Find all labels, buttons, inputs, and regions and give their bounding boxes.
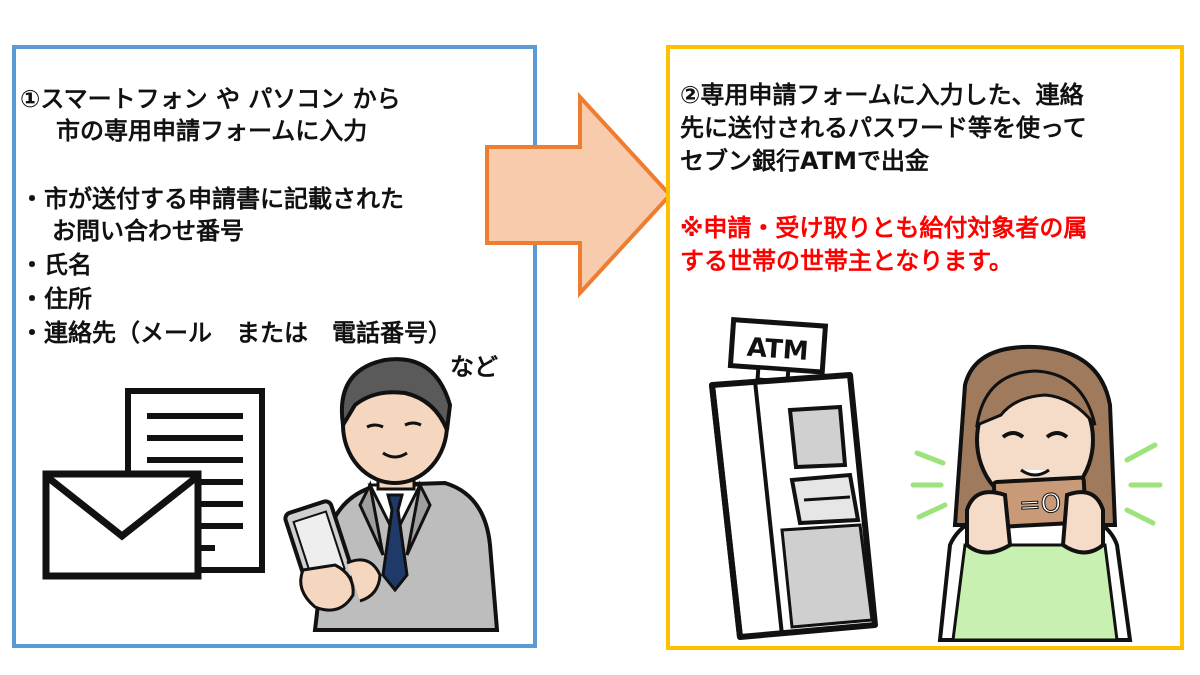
step2-note-line2: する世帯の世帯主となります。	[680, 247, 1013, 275]
step1-title-line2: 市の専用申請フォームに入力	[56, 117, 368, 145]
svg-text:=O: =O	[1018, 489, 1062, 521]
step1-item-etc: など	[450, 353, 498, 381]
envelope-icon	[42, 470, 202, 580]
step2-note-line1: ※申請・受け取りとも給付対象者の属	[680, 214, 1088, 242]
step1-item-inquiry-number-cont: お問い合わせ番号	[52, 217, 244, 245]
arrow-right-icon	[485, 91, 673, 299]
woman-holding-card-icon: =O	[910, 344, 1163, 642]
step2-line1: ②専用申請フォームに入力した、連絡	[680, 81, 1084, 109]
step1-item-name: ・氏名	[20, 251, 92, 279]
step2-line2: 先に送付されるパスワード等を使って	[680, 114, 1087, 142]
step1-title-line1: ①スマートフォン や パソコン から	[20, 85, 401, 113]
atm-sign-label: ATM	[746, 333, 810, 367]
businessman-icon	[283, 357, 500, 632]
atm-icon: ATM	[709, 317, 878, 640]
step2-line3: セブン銀行ATMで出金	[680, 147, 929, 175]
step1-item-address: ・住所	[20, 285, 92, 313]
step1-item-inquiry-number: ・市が送付する申請書に記載された	[20, 185, 404, 213]
step1-item-contact: ・連絡先（メール または 電話番号）	[20, 319, 452, 347]
